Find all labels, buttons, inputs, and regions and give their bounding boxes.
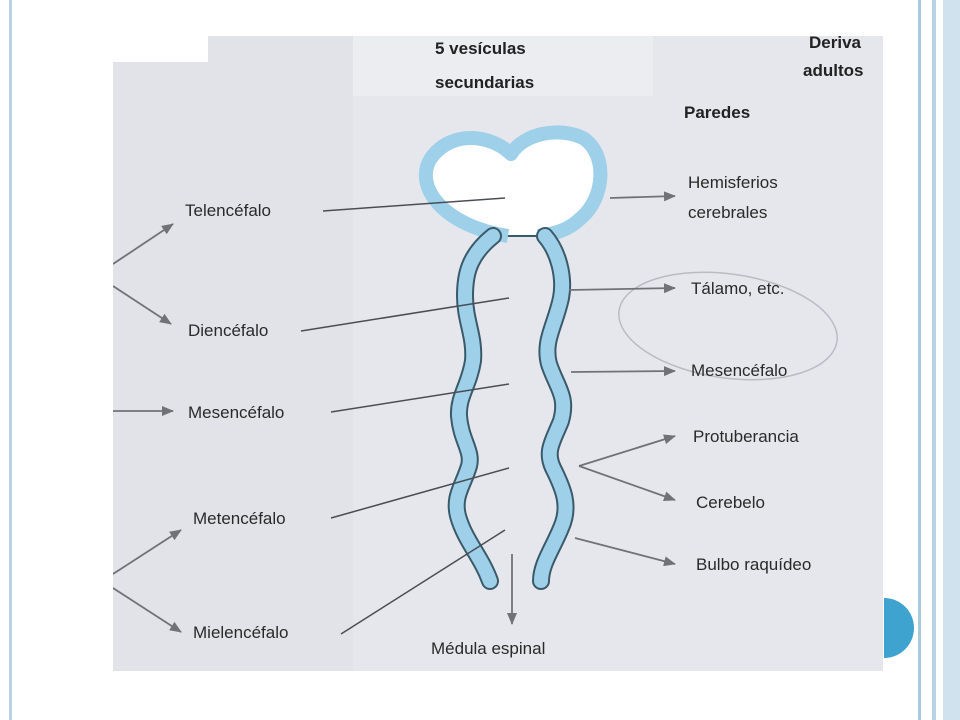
label-bulbo: Bulbo raquídeo [696,555,811,574]
arrow-in-diencefalo [113,285,172,325]
label-hemisferios-line1: Hemisferios [688,173,778,192]
label-hemisferios-line2: cerebrales [688,203,767,222]
label-cerebelo: Cerebelo [696,493,765,512]
arrow-talamo [568,283,676,294]
derived-title-line2: adultos [803,61,863,80]
label-diencefalo: Diencéfalo [188,321,268,340]
accent-half-circle [884,598,914,658]
arrow-bulbo [574,537,676,567]
label-talamo: Tálamo, etc. [691,279,785,298]
arrow-in-mielencefalo [113,587,182,633]
arrow-mesencefalo-out [570,366,676,377]
left-wall [449,229,500,588]
vesicles-title-line1: 5 vesículas [435,39,526,58]
telencephalon-wall [419,125,608,243]
leader-mesencefalo [330,383,510,413]
pencil-circle [618,271,838,381]
arrow-hemisferios [609,191,676,202]
leader-mielencefalo [340,529,506,635]
arrow-in-metencefalo [113,529,182,575]
neural-tube-figure: 5 vesículas secundarias Deriva adultos P… [113,36,883,671]
derived-title-line1: Deriva [809,36,862,52]
label-protuberancia: Protuberancia [693,427,799,446]
arrow-protuberancia [578,434,676,467]
leader-diencefalo [300,297,510,332]
leader-telencefalo [322,197,506,212]
vesicles-title-line2: secundarias [435,73,534,92]
walls-heading: Paredes [684,103,750,122]
label-mielencefalo: Mielencéfalo [193,623,288,642]
slide-frame-left [0,0,12,720]
leader-metencefalo [330,467,510,519]
arrow-in-telencefalo [113,223,174,265]
label-mesencefalo-derivative: Mesencéfalo [691,361,787,380]
paper-left-shade [113,36,353,671]
right-wall [534,229,573,588]
slide-frame-right [918,0,960,720]
arrow-cerebelo [578,465,676,502]
label-telencefalo: Telencéfalo [185,201,271,220]
label-metencefalo: Metencéfalo [193,509,286,528]
label-mesencefalo: Mesencéfalo [188,403,284,422]
neural-tube-diagram: 5 vesículas secundarias Deriva adultos P… [113,36,883,671]
label-medula: Médula espinal [431,639,545,658]
paper-corner [113,36,208,62]
paper-top-shade [353,36,653,96]
